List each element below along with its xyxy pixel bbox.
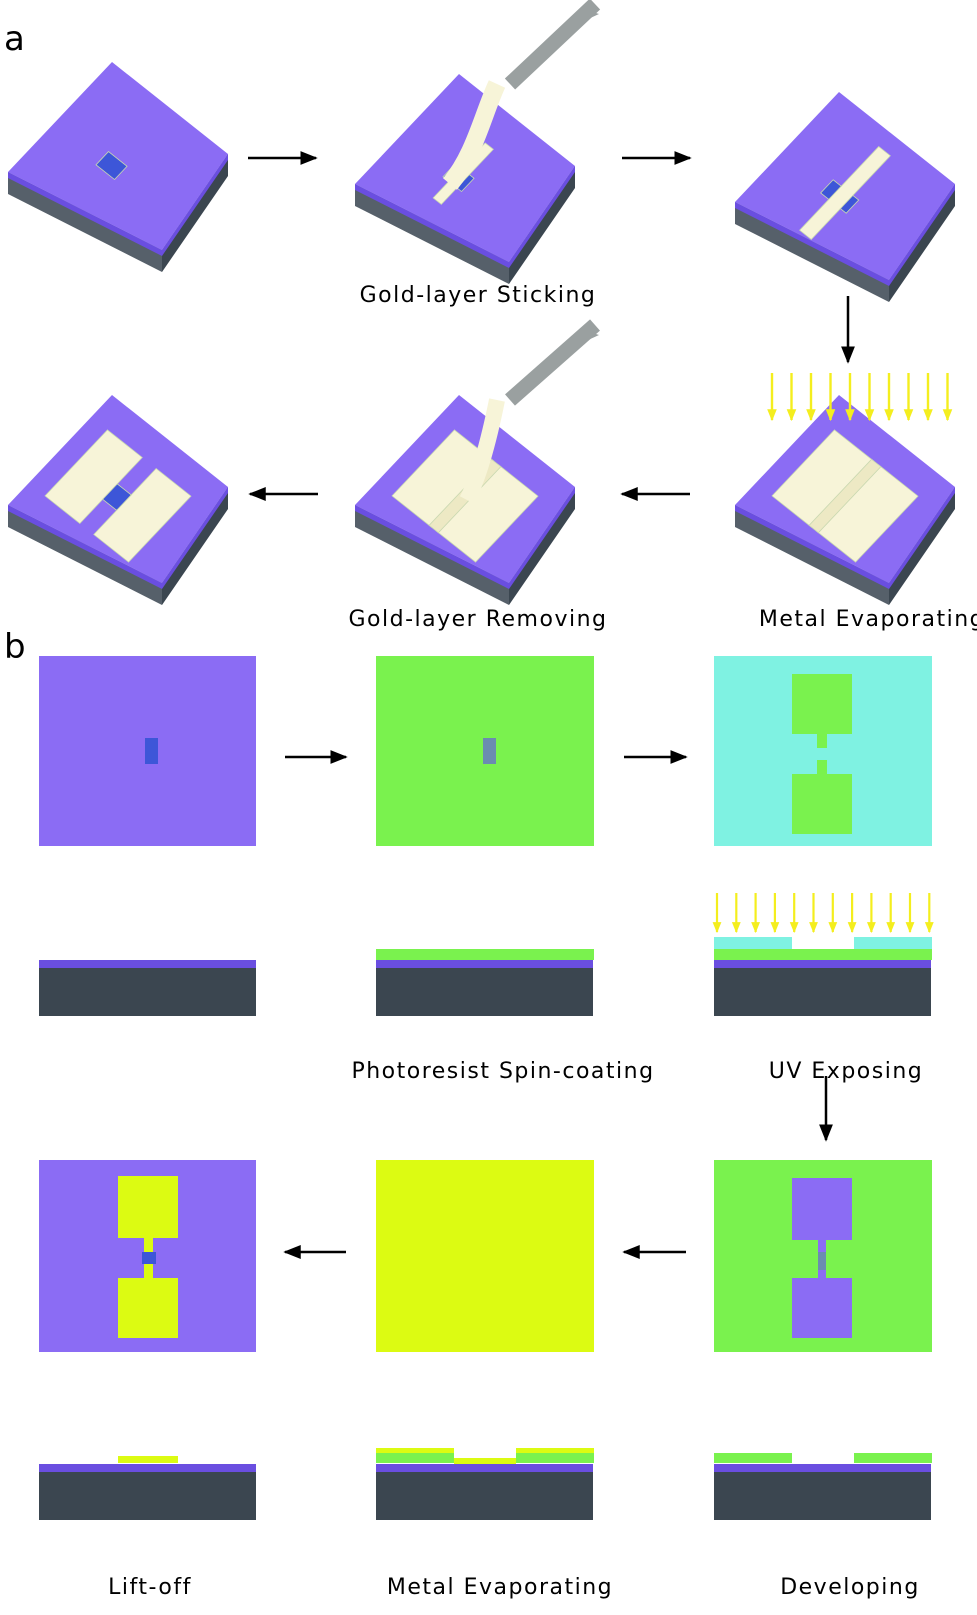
substrate-top: [8, 62, 228, 250]
substrate-cross-section: [714, 968, 931, 1016]
photoresist-left: [376, 1453, 454, 1463]
opened-lead-bottom: [818, 1270, 826, 1278]
flake-2d: [145, 738, 158, 764]
oxide-layer-side: [162, 154, 228, 256]
photoresist-left: [714, 1453, 792, 1463]
step-label-photoresist-spin-coating: Photoresist Spin-coating: [351, 1059, 655, 1084]
oxide-layer-cross-section: [714, 1464, 931, 1472]
flake-2d: [483, 738, 496, 764]
metal-on-resist-left: [376, 1448, 454, 1453]
step-label-gold-layer-sticking: Gold-layer Sticking: [359, 283, 597, 308]
mask-pad-bottom: [792, 774, 852, 834]
chip-step-3: [735, 92, 955, 302]
photoresist-right: [516, 1453, 594, 1463]
oxide-layer-side: [509, 166, 575, 268]
panel-a-label: a: [4, 19, 25, 59]
oxide-layer-cross-section: [376, 1464, 593, 1472]
metal-pad-right: [93, 467, 192, 563]
metal-electrode: [118, 1456, 178, 1463]
photoresist-layer: [376, 949, 594, 960]
top-view-metal: [376, 1160, 594, 1352]
oxide-layer-front: [8, 505, 162, 589]
oxide-layer-cross-section: [39, 1464, 256, 1472]
step-label-metal-evaporating-b: Metal Evaporating: [386, 1575, 614, 1600]
oxide-layer-front: [735, 505, 889, 589]
cross-section-step-1: [39, 960, 256, 1016]
gold-layer-lifted: [442, 80, 506, 190]
tweezer-icon: [504, 0, 601, 90]
chip-step-5: [355, 319, 600, 605]
metal-on-resist-right: [516, 1448, 594, 1453]
metal-pad-left: [44, 429, 143, 525]
oxide-layer-side: [162, 487, 228, 589]
photoresist-layer: [714, 949, 932, 960]
substrate-cross-section: [376, 1472, 593, 1520]
oxide-layer-cross-section: [714, 960, 931, 968]
step-label-developing: Developing: [780, 1575, 920, 1600]
oxide-layer-side: [889, 487, 955, 589]
flake-2d: [102, 483, 132, 511]
opened-pad-top: [792, 1178, 852, 1240]
chip-step-1: [8, 62, 228, 272]
oxide-layer-front: [735, 202, 889, 286]
panel-b-label: b: [4, 627, 26, 667]
chip-step-6: [8, 395, 228, 605]
flake-2d: [818, 1252, 826, 1270]
cross-section-step-2: [376, 949, 594, 1016]
chip-step-4: [735, 395, 955, 605]
step-label-lift-off: Lift-off: [108, 1575, 192, 1600]
step-label-gold-layer-removing: Gold-layer Removing: [348, 607, 608, 632]
oxide-layer-cross-section: [376, 960, 593, 968]
electrode-pad-bottom: [118, 1278, 178, 1338]
opened-lead-top: [818, 1240, 826, 1252]
cross-section-metal: [376, 1448, 594, 1520]
mask-lead-bottom: [817, 760, 827, 774]
photoresist-right: [854, 1453, 932, 1463]
electrode-pad-top: [118, 1176, 178, 1238]
electrode-lead-bottom: [144, 1264, 153, 1278]
substrate-cross-section: [39, 1472, 256, 1520]
gold-layer-lifted: [459, 398, 505, 504]
exposed-resist-left: [714, 937, 792, 949]
cross-section-step-3: [714, 937, 932, 1016]
oxide-layer-front: [355, 184, 509, 268]
gold-layer-strip: [799, 146, 891, 240]
oxide-layer-front: [355, 505, 509, 589]
flake-2d: [142, 1252, 156, 1264]
opened-pad-bottom: [792, 1278, 852, 1338]
cross-section-lift-off: [39, 1456, 256, 1520]
oxide-layer-cross-section: [39, 960, 256, 968]
metal-electrode: [454, 1458, 516, 1464]
mask-lead-top: [817, 734, 827, 748]
mask-pad-top: [792, 674, 852, 734]
substrate-cross-section: [714, 1472, 931, 1520]
tweezer-icon: [505, 319, 600, 406]
exposed-resist-right: [854, 937, 932, 949]
cross-section-developed: [714, 1453, 932, 1520]
gold-layer-strip: [808, 458, 882, 534]
substrate-cross-section: [39, 968, 256, 1016]
chip-step-2: [355, 0, 601, 284]
step-label-uv-exposing: UV Exposing: [768, 1059, 924, 1084]
substrate-cross-section: [376, 968, 593, 1016]
oxide-layer-side: [509, 487, 575, 589]
electrode-lead-top: [144, 1238, 153, 1252]
oxide-layer-side: [889, 184, 955, 286]
flake-2d: [95, 151, 128, 181]
oxide-layer-front: [8, 172, 162, 256]
step-label-metal-evaporating-a: Metal Evaporating: [758, 607, 977, 632]
